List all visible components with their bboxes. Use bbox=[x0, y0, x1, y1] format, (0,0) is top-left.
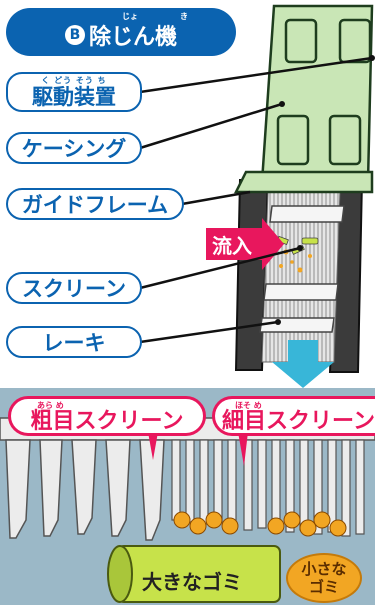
title-ruby-ki: き bbox=[180, 12, 188, 21]
fine-screen-teeth bbox=[171, 439, 365, 537]
casing-window-3 bbox=[276, 114, 310, 166]
label-coarse-screen: あら め 粗目スクリーン bbox=[8, 396, 206, 436]
rake-bar-1 bbox=[269, 205, 345, 223]
label-rake: レーキ bbox=[6, 326, 142, 358]
big-trash-end bbox=[107, 545, 133, 603]
label-casing: ケーシング bbox=[6, 132, 142, 164]
label-guide-frame-text: ガイドフレーム bbox=[21, 193, 169, 217]
title-pill: じょ き B 除じん機 bbox=[6, 8, 236, 56]
small-trash-line1: 小さな bbox=[301, 560, 347, 578]
coarse-label-pointer bbox=[148, 432, 158, 460]
title-ruby-row: じょ き bbox=[6, 11, 236, 21]
label-screen: スクリーン bbox=[6, 272, 142, 304]
label-rake-text: レーキ bbox=[42, 331, 106, 355]
label-fine-screen: ほそ め 細目スクリーン bbox=[212, 396, 375, 436]
casing-window-4 bbox=[328, 114, 362, 166]
label-coarse-screen-ruby: あら め bbox=[37, 401, 64, 410]
small-trash-badge: 小さな ゴミ bbox=[286, 553, 362, 603]
label-drive-ruby: く どう そう ち bbox=[41, 76, 107, 85]
page-title: 除じん機 bbox=[88, 25, 177, 50]
coarse-screen-teeth bbox=[5, 439, 165, 541]
label-coarse-screen-text: 粗目スクリーン bbox=[30, 409, 184, 434]
down-arrow bbox=[272, 340, 334, 388]
label-drive: く どう そう ち 駆動装置 bbox=[6, 72, 142, 112]
inflow-label: 流入 bbox=[206, 228, 264, 260]
small-trash-line2: ゴミ bbox=[308, 578, 339, 596]
rake-bar-3 bbox=[259, 317, 335, 333]
fine-label-pointer bbox=[238, 432, 248, 466]
label-fine-screen-text: 細目スクリーン bbox=[222, 409, 375, 434]
casing-window-2 bbox=[338, 18, 372, 64]
label-screen-text: スクリーン bbox=[22, 277, 126, 301]
casing-base bbox=[233, 170, 374, 194]
big-trash-label: 大きなゴミ bbox=[142, 570, 242, 594]
casing-window-1 bbox=[284, 18, 318, 64]
inflow-label-text: 流入 bbox=[212, 233, 252, 258]
rake-bar-2 bbox=[263, 283, 339, 301]
label-drive-text: 駆動装置 bbox=[32, 85, 116, 109]
label-guide-frame: ガイドフレーム bbox=[6, 188, 184, 220]
label-fine-screen-ruby: ほそ め bbox=[235, 401, 262, 410]
title-ruby-jo: じょ bbox=[122, 12, 138, 21]
label-casing-text: ケーシング bbox=[21, 137, 127, 161]
title-badge: B bbox=[64, 25, 85, 45]
small-trash-stars bbox=[173, 511, 347, 537]
leader-lines bbox=[139, 56, 373, 344]
